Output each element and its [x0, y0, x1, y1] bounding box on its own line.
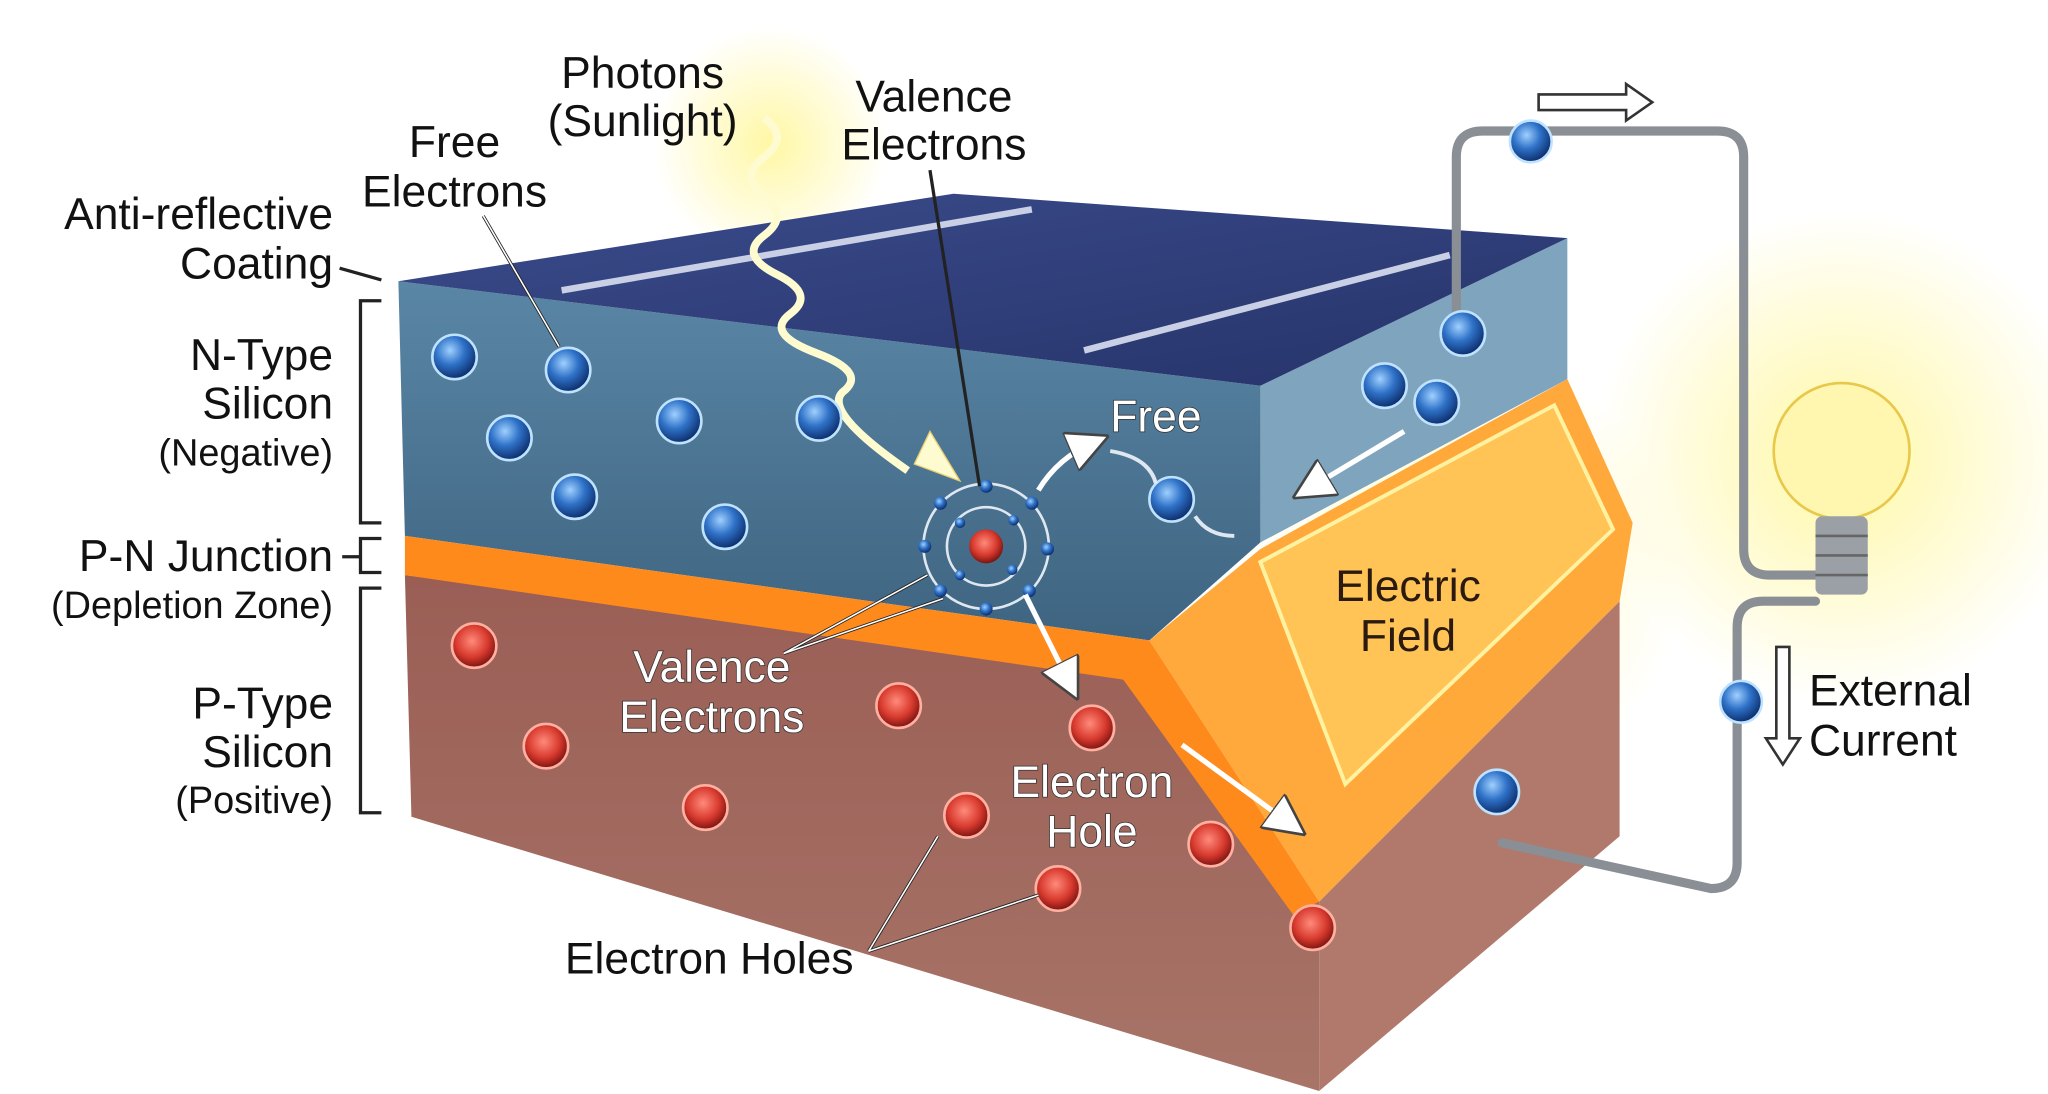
arrows	[1022, 429, 1406, 825]
electron	[485, 414, 533, 462]
hole	[875, 682, 923, 730]
p-type-front-face	[404, 575, 1320, 1091]
hole	[681, 784, 729, 832]
label-valence-mid: Valence	[633, 643, 790, 692]
label-p-type-silicon: Silicon	[202, 728, 333, 777]
photon-arrow-icon	[913, 430, 962, 483]
label-valence-top: Valence	[855, 72, 1012, 121]
label-free: Free	[1110, 392, 1201, 441]
label-photons-sub: (Sunlight)	[548, 97, 738, 146]
label-pn-junction: P-N Junction	[79, 532, 333, 581]
hole	[1187, 820, 1235, 868]
label-n-type: N-Type	[190, 331, 333, 380]
current-arrow-top-icon	[1537, 81, 1655, 124]
light-bulb-icon	[1772, 381, 1911, 595]
hole	[1068, 704, 1116, 752]
hole	[522, 722, 570, 770]
electron	[795, 394, 843, 442]
electron	[1439, 309, 1487, 357]
electron	[1473, 768, 1521, 816]
electron	[551, 473, 599, 521]
silicon-atom	[918, 479, 1055, 616]
label-electron-hole-2: Hole	[1046, 808, 1137, 857]
electric-field-inner	[1257, 402, 1616, 788]
busbar	[1083, 251, 1451, 354]
electron	[431, 333, 479, 381]
electron	[1718, 679, 1764, 724]
hole	[450, 622, 498, 670]
electron	[1413, 379, 1461, 427]
p-type-side-face	[1319, 601, 1620, 1091]
electron	[701, 503, 749, 551]
label-n-type-silicon: Silicon	[202, 379, 333, 428]
label-free-electrons-2: Electrons	[362, 168, 547, 217]
hole	[1034, 865, 1082, 913]
electron-trail	[1109, 449, 1235, 538]
current-arrow-down-icon	[1763, 645, 1803, 767]
circuit-wire	[1451, 126, 1821, 894]
photon-wave	[747, 114, 910, 474]
label-electron-holes: Electron Holes	[565, 934, 854, 983]
label-n-type-negative: (Negative)	[158, 432, 333, 474]
hole	[943, 791, 991, 839]
label-p-type: P-Type	[192, 680, 333, 729]
electron	[544, 346, 592, 394]
electron	[1148, 475, 1196, 523]
label-anti-reflective: Anti-reflective	[64, 190, 333, 239]
electron	[1360, 362, 1408, 410]
label-external-current: External	[1809, 667, 1972, 716]
sun-glow	[653, 26, 889, 262]
label-valence-top-2: Electrons	[841, 121, 1026, 170]
label-photons: Photons	[561, 49, 724, 98]
label-electron-hole: Electron	[1010, 758, 1173, 807]
label-external-current-2: Current	[1809, 716, 1958, 765]
label-p-type-positive: (Positive)	[175, 780, 333, 822]
electron	[655, 397, 703, 445]
label-electric-field: Electric	[1335, 562, 1481, 611]
label-depletion-zone: (Depletion Zone)	[51, 585, 333, 627]
label-electric-field-2: Field	[1360, 612, 1456, 661]
label-coating: Coating	[180, 240, 333, 289]
hole	[1289, 904, 1337, 952]
free-electrons	[431, 119, 1764, 816]
label-free-electrons: Free	[409, 118, 500, 167]
top-face-coating	[398, 193, 1568, 386]
busbar	[561, 206, 1033, 294]
electron	[1508, 119, 1553, 164]
electron-holes	[450, 622, 1337, 952]
label-valence-mid-2: Electrons	[619, 693, 804, 742]
